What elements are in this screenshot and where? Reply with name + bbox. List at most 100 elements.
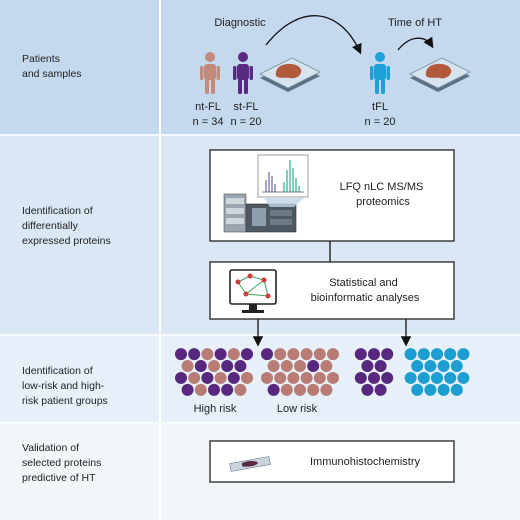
patient-dot: [411, 383, 424, 396]
patient-dot: [307, 360, 320, 373]
patient-dot: [234, 360, 247, 373]
patient-dot: [194, 360, 207, 373]
patient-dot: [227, 371, 240, 384]
patient-count-ntfl: n = 34: [193, 116, 224, 128]
spectrum-chart-icon: [257, 154, 309, 198]
patient-dot: [327, 371, 339, 384]
patient-dot: [381, 371, 394, 384]
patient-dot: [431, 371, 443, 384]
patient-dot: [313, 348, 326, 361]
patient-dot: [457, 371, 470, 384]
patient-dot: [221, 383, 234, 396]
patient-name-ntfl: nt-FL: [195, 101, 221, 113]
arrow-ht-to-sample: [397, 36, 434, 51]
arrow-diagnostic-to-ht: [265, 15, 362, 55]
patient-dot: [201, 348, 214, 361]
row-label-patients: Patients and samples: [22, 53, 82, 80]
patient-dot: [327, 348, 339, 361]
patient-dot: [450, 383, 463, 396]
patient-dot: [188, 348, 201, 361]
cluster-low-risk: [261, 348, 339, 396]
patient-dot: [208, 383, 220, 396]
patient-name-tfl: tFL: [372, 101, 388, 113]
patient-dot: [274, 348, 287, 361]
patient-dot: [361, 360, 374, 373]
patient-dot: [267, 360, 280, 373]
patient-count-tfl: n = 20: [365, 116, 396, 128]
patient-dot: [444, 371, 457, 384]
patient-dot: [294, 383, 306, 396]
patient-dot: [404, 371, 417, 384]
row-label-groups: Identification of low-risk and high- ris…: [22, 365, 108, 407]
patient-dot: [214, 371, 227, 384]
patient-dot: [411, 360, 424, 373]
patient-dot: [227, 348, 240, 361]
group-label-high-risk: High risk: [194, 403, 237, 415]
patient-dot: [208, 360, 220, 373]
proteomics-label: LFQ nLC MS/MS proteomics: [340, 181, 427, 208]
patient-dot: [374, 383, 387, 396]
mass-spectrometer-icon: [223, 193, 297, 233]
tissue-slide-icon: [259, 57, 321, 92]
patient-dot: [267, 383, 280, 396]
header-diagnostic: Diagnostic: [214, 17, 266, 29]
patient-dot: [194, 383, 207, 396]
patient-clusters: [175, 348, 470, 396]
cluster-tfl-cyan: [404, 348, 470, 396]
patient-dot: [300, 371, 313, 384]
patient-dot: [307, 383, 320, 396]
patient-dot: [361, 383, 374, 396]
patient-dot: [381, 348, 394, 361]
patient-dot: [214, 348, 227, 361]
patient-dot: [234, 383, 247, 396]
patient-dot: [241, 348, 253, 361]
patient-dot: [221, 360, 234, 373]
patient-dot: [175, 348, 187, 361]
patient-dot: [261, 371, 273, 384]
person-icon: [200, 52, 220, 94]
patient-dot: [368, 371, 380, 384]
patient-dot: [424, 383, 437, 396]
person-icon: [370, 52, 390, 94]
patient-dot: [457, 348, 470, 361]
patient-dot: [181, 360, 194, 373]
patient-dot: [300, 348, 313, 361]
row-label-validation: Validation of selected proteins predicti…: [22, 442, 104, 484]
cluster-high-risk: [175, 348, 253, 396]
patient-dot: [181, 383, 194, 396]
patient-dot: [201, 371, 214, 384]
row-label-proteins: Identification of differentially express…: [22, 205, 111, 247]
patient-dot: [444, 348, 457, 361]
patient-dot: [294, 360, 306, 373]
patient-dot: [404, 348, 417, 361]
patient-dot: [261, 348, 273, 361]
patient-name-stfl: st-FL: [233, 101, 258, 113]
patient-dot: [437, 360, 450, 373]
patient-dot: [374, 360, 387, 373]
patient-dot: [241, 371, 253, 384]
patient-dot: [274, 371, 287, 384]
patient-dot: [188, 371, 201, 384]
patient-dot: [424, 360, 437, 373]
patient-dot: [450, 360, 463, 373]
patient-dot: [417, 348, 430, 361]
patient-dot: [320, 383, 333, 396]
patient-dot: [280, 360, 293, 373]
cluster-tfl-purple: [354, 348, 394, 396]
header-time-of-ht: Time of HT: [388, 17, 442, 29]
patient-dot: [368, 348, 380, 361]
tissue-slide-icon: [409, 57, 471, 92]
patient-dot: [431, 348, 443, 361]
ihc-label: Immunohistochemistry: [310, 456, 421, 468]
patient-dot: [280, 383, 293, 396]
patient-dot: [320, 360, 333, 373]
group-label-low-risk: Low risk: [277, 403, 318, 415]
microscope-slide-icon: [229, 456, 271, 472]
patient-dot: [354, 371, 367, 384]
person-icon: [233, 52, 253, 94]
patient-count-stfl: n = 20: [231, 116, 262, 128]
projection-beam: [264, 198, 304, 207]
patient-dot: [287, 371, 300, 384]
